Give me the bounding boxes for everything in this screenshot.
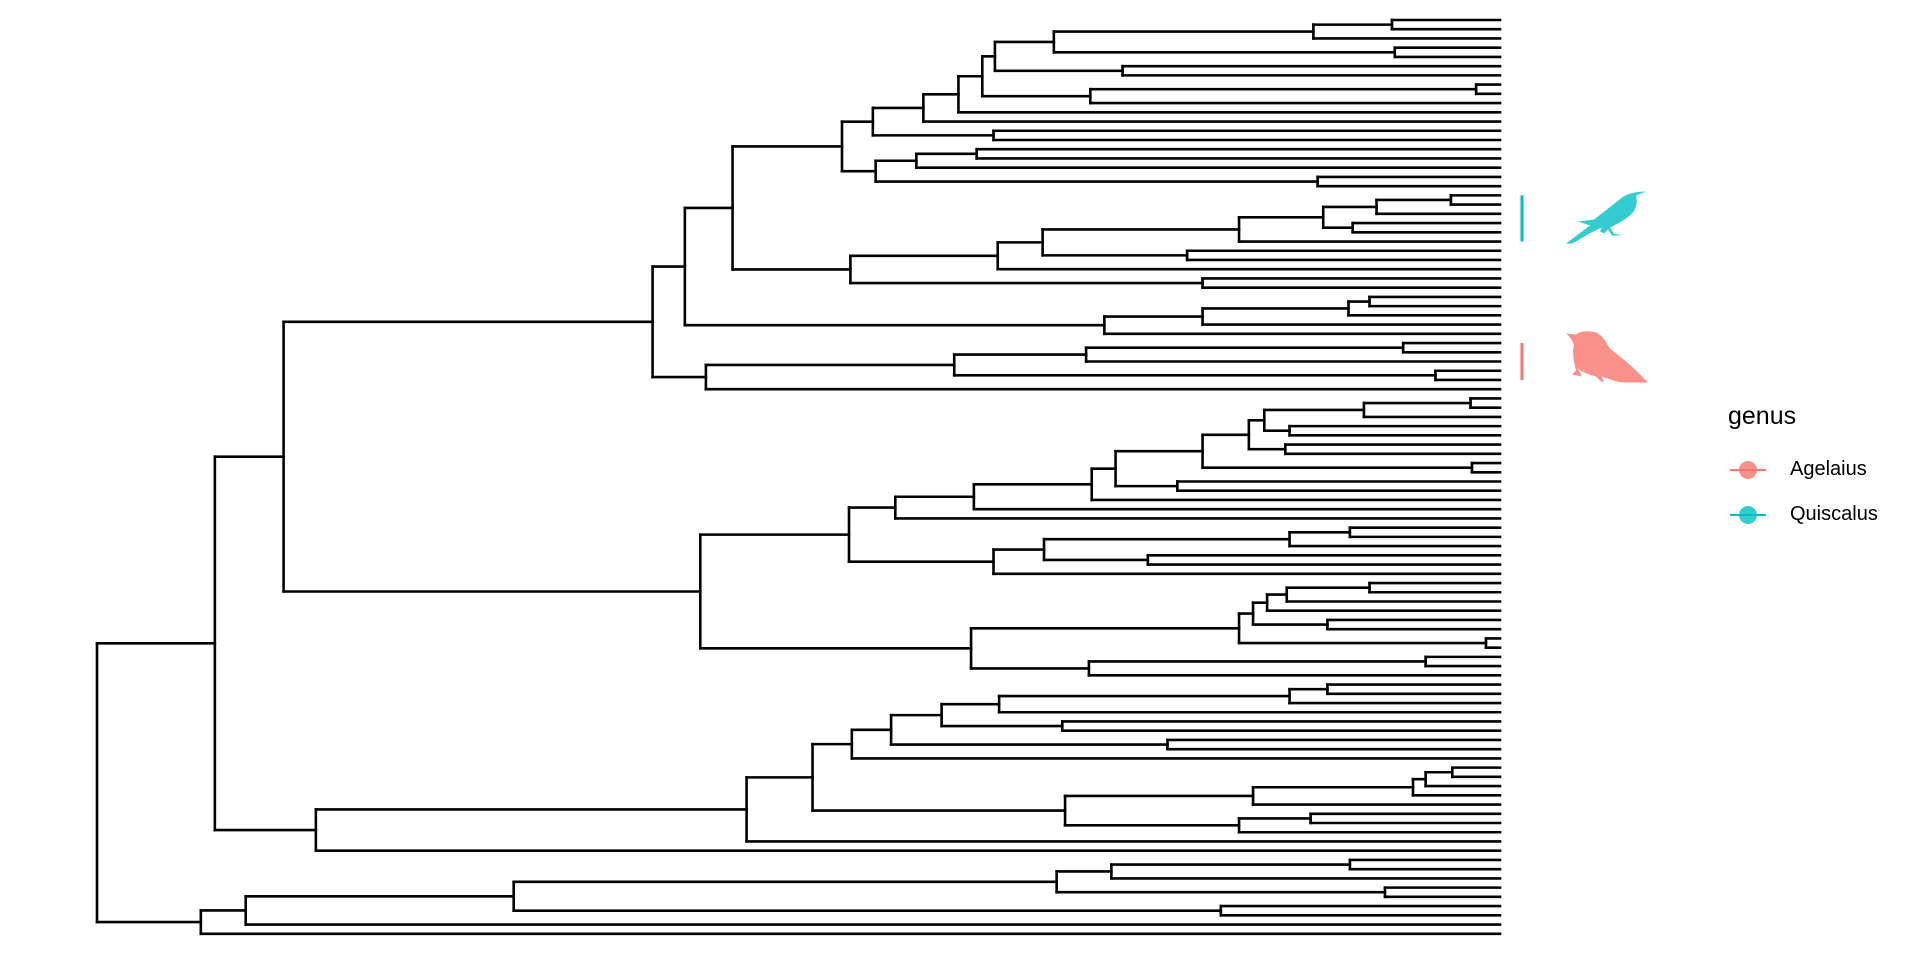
- legend-item-agelaius: Agelaius: [1728, 447, 1878, 492]
- legend: genus Agelaius Quiscalus: [1728, 402, 1878, 537]
- blackbird-silhouette-icon: [1566, 331, 1648, 383]
- legend-title: genus: [1728, 402, 1797, 430]
- legend-label: Quiscalus: [1790, 503, 1878, 525]
- legend-key-quiscalus: [1728, 503, 1768, 527]
- tree-edges: [95, 18, 1502, 936]
- clade-labels: [1520, 191, 1648, 383]
- legend-key-agelaius: [1728, 458, 1768, 482]
- grackle-silhouette-icon: [1566, 191, 1646, 244]
- legend-item-quiscalus: Quiscalus: [1728, 492, 1878, 537]
- legend-label: Agelaius: [1790, 458, 1867, 480]
